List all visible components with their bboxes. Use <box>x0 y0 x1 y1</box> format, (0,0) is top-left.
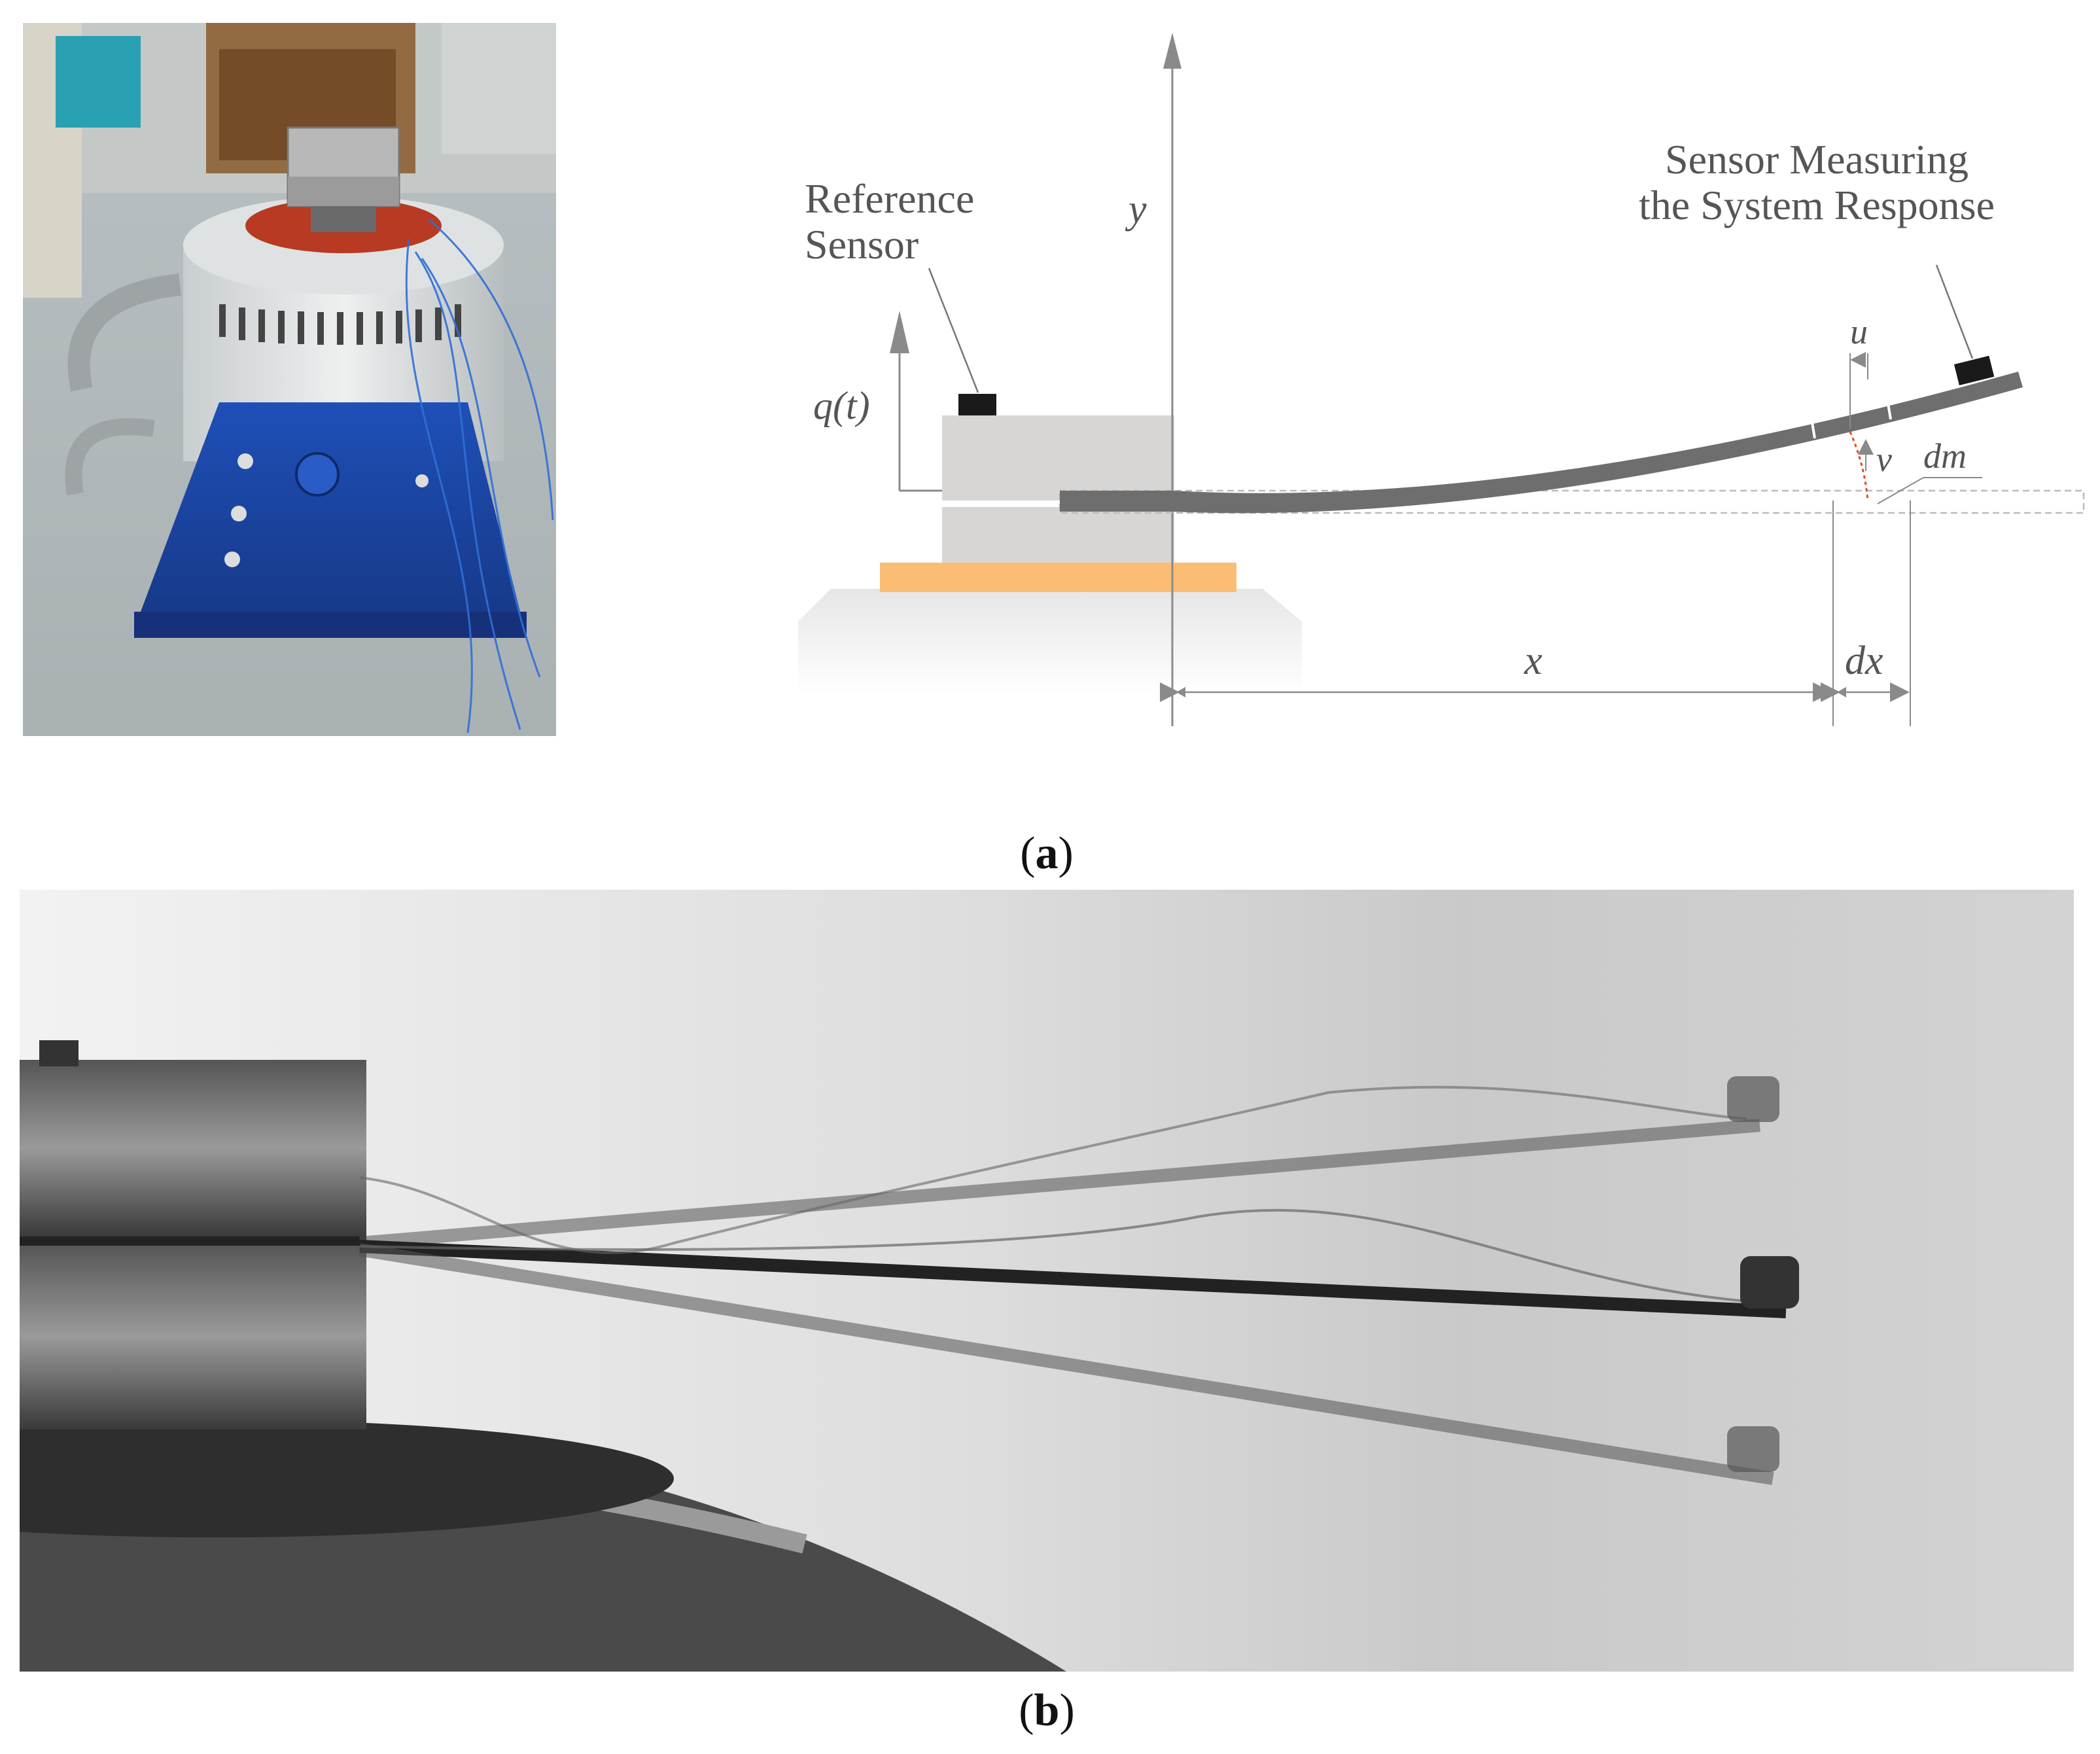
force-label: q(t) <box>813 384 870 427</box>
caption-a: (a) <box>981 828 1112 880</box>
reference-sensor-label-1: Reference <box>805 175 974 222</box>
v-label: v <box>1876 440 1892 479</box>
beam-vibration-illustration <box>20 890 2074 1672</box>
caption-b: (b) <box>981 1685 1112 1737</box>
dx-dim-label: dx <box>1845 639 1883 683</box>
caption-b-open: ( <box>1019 1685 1034 1736</box>
shaker-base <box>798 589 1302 693</box>
cantilever-beam-diagram: Reference Sensor Sensor Measuring the Sy… <box>772 13 2100 746</box>
caption-b-close: ) <box>1059 1685 1075 1736</box>
diagram-svg: Reference Sensor Sensor Measuring the Sy… <box>798 33 2085 726</box>
caption-a-letter: a <box>1035 828 1059 879</box>
dm-label: dm <box>1923 436 1967 476</box>
clamp-lower <box>942 507 1174 563</box>
beam-vibration-photo <box>20 890 2074 1672</box>
deflection-path <box>1849 431 1869 501</box>
caption-a-open: ( <box>1020 828 1036 879</box>
caption-a-close: ) <box>1058 828 1074 879</box>
response-sensor-label-2: the System Response <box>1639 182 1995 228</box>
u-label: u <box>1850 312 1868 351</box>
beam-positions <box>359 1076 1799 1485</box>
reference-sensor <box>958 394 996 415</box>
caption-b-letter: b <box>1034 1685 1060 1736</box>
x-dim-label: x <box>1524 639 1543 683</box>
adhesive-pad <box>880 563 1236 592</box>
y-axis-label: y <box>1125 187 1147 232</box>
force-arrow <box>890 311 909 353</box>
response-sensor-label-1: Sensor Measuring <box>1665 136 1969 183</box>
reference-sensor-label-2: Sensor <box>805 221 919 268</box>
shaker-photo-illustration <box>23 23 556 736</box>
deformed-beam <box>1060 372 2023 514</box>
clamp-upper <box>942 415 1174 500</box>
shaker-photo <box>23 23 556 736</box>
response-sensor <box>1953 355 1995 386</box>
